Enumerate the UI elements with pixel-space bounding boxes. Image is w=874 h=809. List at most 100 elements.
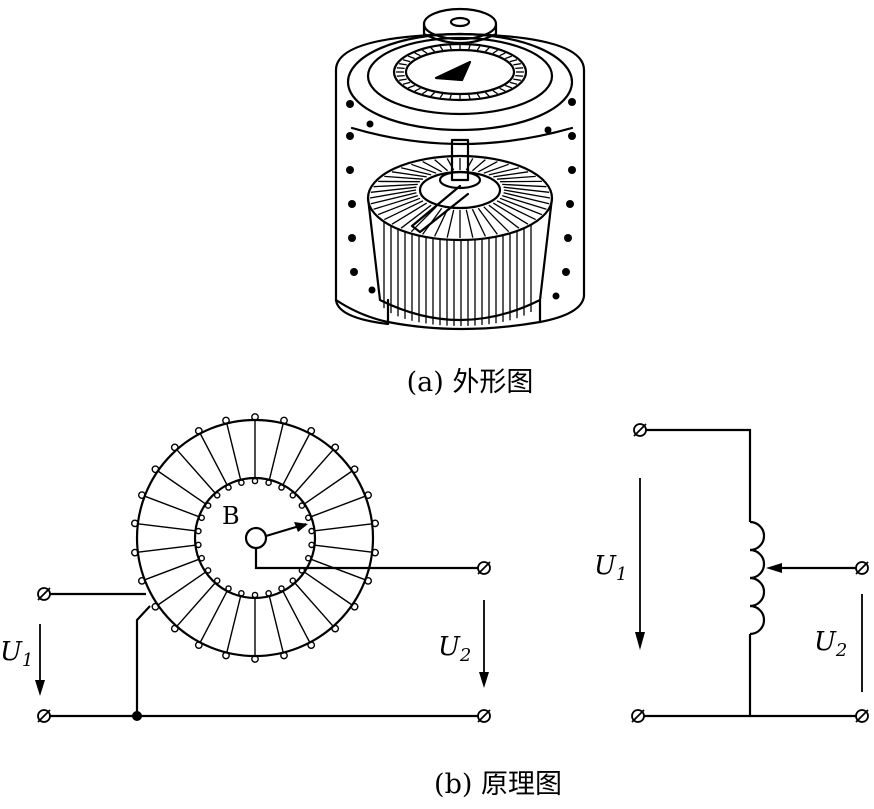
coil-top-line bbox=[466, 210, 473, 238]
coil-top-line bbox=[411, 164, 436, 173]
winding-bump-inner bbox=[266, 591, 271, 596]
winding-bump-inner bbox=[279, 485, 284, 490]
winding-turn bbox=[138, 524, 196, 531]
dial-tick bbox=[513, 64, 521, 65]
winding-bump-inner bbox=[290, 493, 295, 498]
dial-tick bbox=[510, 82, 517, 84]
winding-turn bbox=[200, 591, 227, 642]
winding-turn bbox=[311, 559, 365, 580]
u2-arrowhead bbox=[479, 672, 489, 688]
schematic-u1-label: U1 bbox=[594, 551, 627, 585]
dial-tick bbox=[397, 76, 405, 77]
schematic-diagram bbox=[638, 430, 858, 716]
terminal-output-bottom bbox=[478, 710, 490, 722]
dial-tick bbox=[408, 86, 415, 88]
coil-winding bbox=[750, 522, 764, 634]
winding-bump-inner bbox=[306, 515, 311, 520]
dial-tick bbox=[403, 60, 410, 62]
winding-bump-inner bbox=[252, 592, 257, 597]
brush-label: B bbox=[222, 502, 240, 530]
coil-top-line bbox=[384, 176, 423, 179]
coil-top-line bbox=[502, 184, 546, 186]
winding-bump-outer bbox=[332, 625, 338, 631]
winding-bump-inner bbox=[309, 542, 314, 547]
coil-top-line bbox=[374, 184, 418, 186]
coil-top-line bbox=[478, 208, 497, 234]
input-tap-wire bbox=[137, 606, 150, 716]
schematic-voltage-arrows bbox=[635, 478, 862, 692]
dial-tick bbox=[440, 94, 443, 98]
dial-tick bbox=[408, 56, 415, 58]
winding-bump-outer bbox=[351, 604, 357, 610]
toroid-voltage-arrows bbox=[35, 600, 489, 696]
dial-tick bbox=[397, 68, 405, 69]
coil-top-line bbox=[497, 176, 536, 179]
winding-bump-inner bbox=[306, 556, 311, 561]
coil-top-line bbox=[447, 210, 454, 238]
winding-turn bbox=[304, 471, 352, 504]
dial-tick bbox=[477, 46, 480, 50]
sch-terminal-output-top bbox=[856, 562, 868, 574]
winding-turn bbox=[315, 524, 373, 531]
sch-terminal-input-top bbox=[634, 424, 646, 436]
shell-bottom bbox=[388, 322, 540, 329]
winding-bump-outer bbox=[172, 625, 178, 631]
winding-turn bbox=[145, 496, 199, 517]
brush-arrowhead bbox=[294, 522, 308, 532]
terminal-input-top bbox=[38, 588, 50, 600]
winding-bump-inner bbox=[239, 480, 244, 485]
dial-tick bbox=[513, 79, 521, 80]
dial-tick bbox=[450, 45, 451, 49]
winding-bump-inner bbox=[279, 586, 284, 591]
winding-bump-inner bbox=[299, 503, 304, 508]
winding-turn bbox=[269, 423, 283, 479]
shaft-hub bbox=[246, 528, 266, 548]
toroid-u1-label: U1 bbox=[0, 637, 33, 671]
winding-turn bbox=[158, 471, 206, 504]
toroid-u2-label: U2 bbox=[438, 632, 471, 666]
winding-bump-inner bbox=[226, 586, 231, 591]
coil-top-line bbox=[472, 209, 485, 236]
dial-tick bbox=[477, 94, 480, 98]
dial-tick bbox=[493, 91, 498, 94]
winding-bump-inner bbox=[199, 515, 204, 520]
winding-turn bbox=[295, 583, 333, 626]
winding-bump-outer bbox=[351, 466, 357, 472]
winding-bump-inner bbox=[206, 568, 211, 573]
sch-terminal-input-bottom bbox=[632, 710, 644, 722]
winding-turn bbox=[295, 450, 333, 493]
wiper-arrowhead bbox=[766, 563, 782, 573]
winding-bump-outer bbox=[152, 604, 158, 610]
dial-tick bbox=[505, 56, 512, 58]
caption-b: (b) 原理图 bbox=[434, 769, 562, 800]
winding-turn bbox=[138, 545, 196, 552]
dial-tick bbox=[500, 53, 506, 56]
dial-tick bbox=[505, 86, 512, 88]
winding-bump-outer bbox=[172, 444, 178, 450]
terminal-output-top bbox=[478, 562, 490, 574]
caption-a: (a) 外形图 bbox=[407, 367, 534, 398]
dial-tick bbox=[485, 48, 489, 52]
coil-top-line bbox=[484, 164, 509, 173]
winding-bump-inner bbox=[196, 542, 201, 547]
knob-hub bbox=[451, 18, 469, 26]
dial-tick bbox=[422, 91, 427, 94]
coil-core bbox=[420, 172, 500, 208]
winding-bump-outer bbox=[332, 444, 338, 450]
winding-bump-inner bbox=[196, 529, 201, 534]
winding-turn bbox=[283, 434, 310, 485]
dial-tick bbox=[469, 95, 470, 99]
winding-turn bbox=[177, 583, 215, 626]
dial-tick bbox=[399, 79, 407, 80]
winding-turn bbox=[200, 434, 227, 485]
dial-tick bbox=[399, 64, 407, 65]
winding-turn bbox=[158, 572, 206, 605]
dial-pointer bbox=[436, 62, 470, 80]
winding-turn bbox=[315, 545, 373, 552]
toroid-diagram bbox=[44, 420, 480, 721]
winding-bump-inner bbox=[266, 480, 271, 485]
coil-top-line bbox=[423, 208, 442, 234]
winding-bump-inner bbox=[226, 485, 231, 490]
winding-bump-inner bbox=[199, 556, 204, 561]
